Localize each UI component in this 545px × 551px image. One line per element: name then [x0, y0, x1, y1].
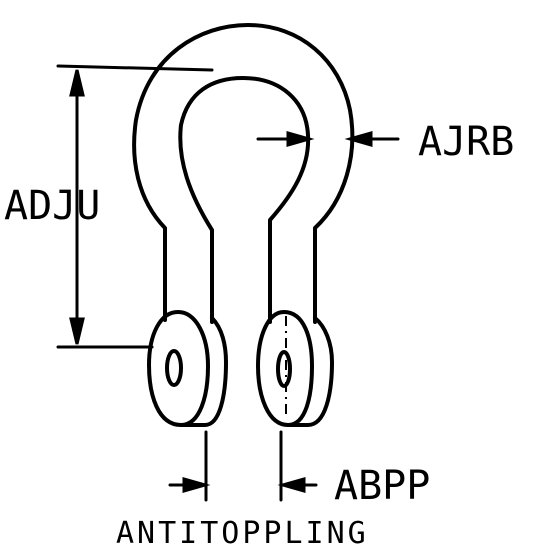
- right-pin-hole: [276, 350, 292, 388]
- shackle-bow-outer: [132, 23, 355, 324]
- shackle-bow-inner: [178, 76, 311, 324]
- abpp-arrow-left: [182, 477, 211, 493]
- right-ear: [256, 310, 314, 427]
- ajrb-arrow-right: [344, 131, 373, 147]
- left-pin-hole: [165, 349, 183, 387]
- ajrb-label: AJRB: [418, 119, 515, 165]
- ajrb-arrow-left: [286, 131, 315, 147]
- left-ear: [147, 310, 210, 427]
- abpp-arrow-right: [277, 477, 306, 493]
- diagram-caption: ANTITOPPLING: [116, 516, 369, 551]
- adju-label: ADJU: [4, 183, 101, 229]
- abpp-label: ABPP: [334, 463, 431, 509]
- adju-extension-top: [56, 64, 214, 72]
- left-ear-thickness: [179, 316, 228, 427]
- adju-arrow-bottom: [69, 317, 85, 345]
- adju-arrow-top: [69, 69, 85, 97]
- right-ear-thickness: [286, 316, 334, 427]
